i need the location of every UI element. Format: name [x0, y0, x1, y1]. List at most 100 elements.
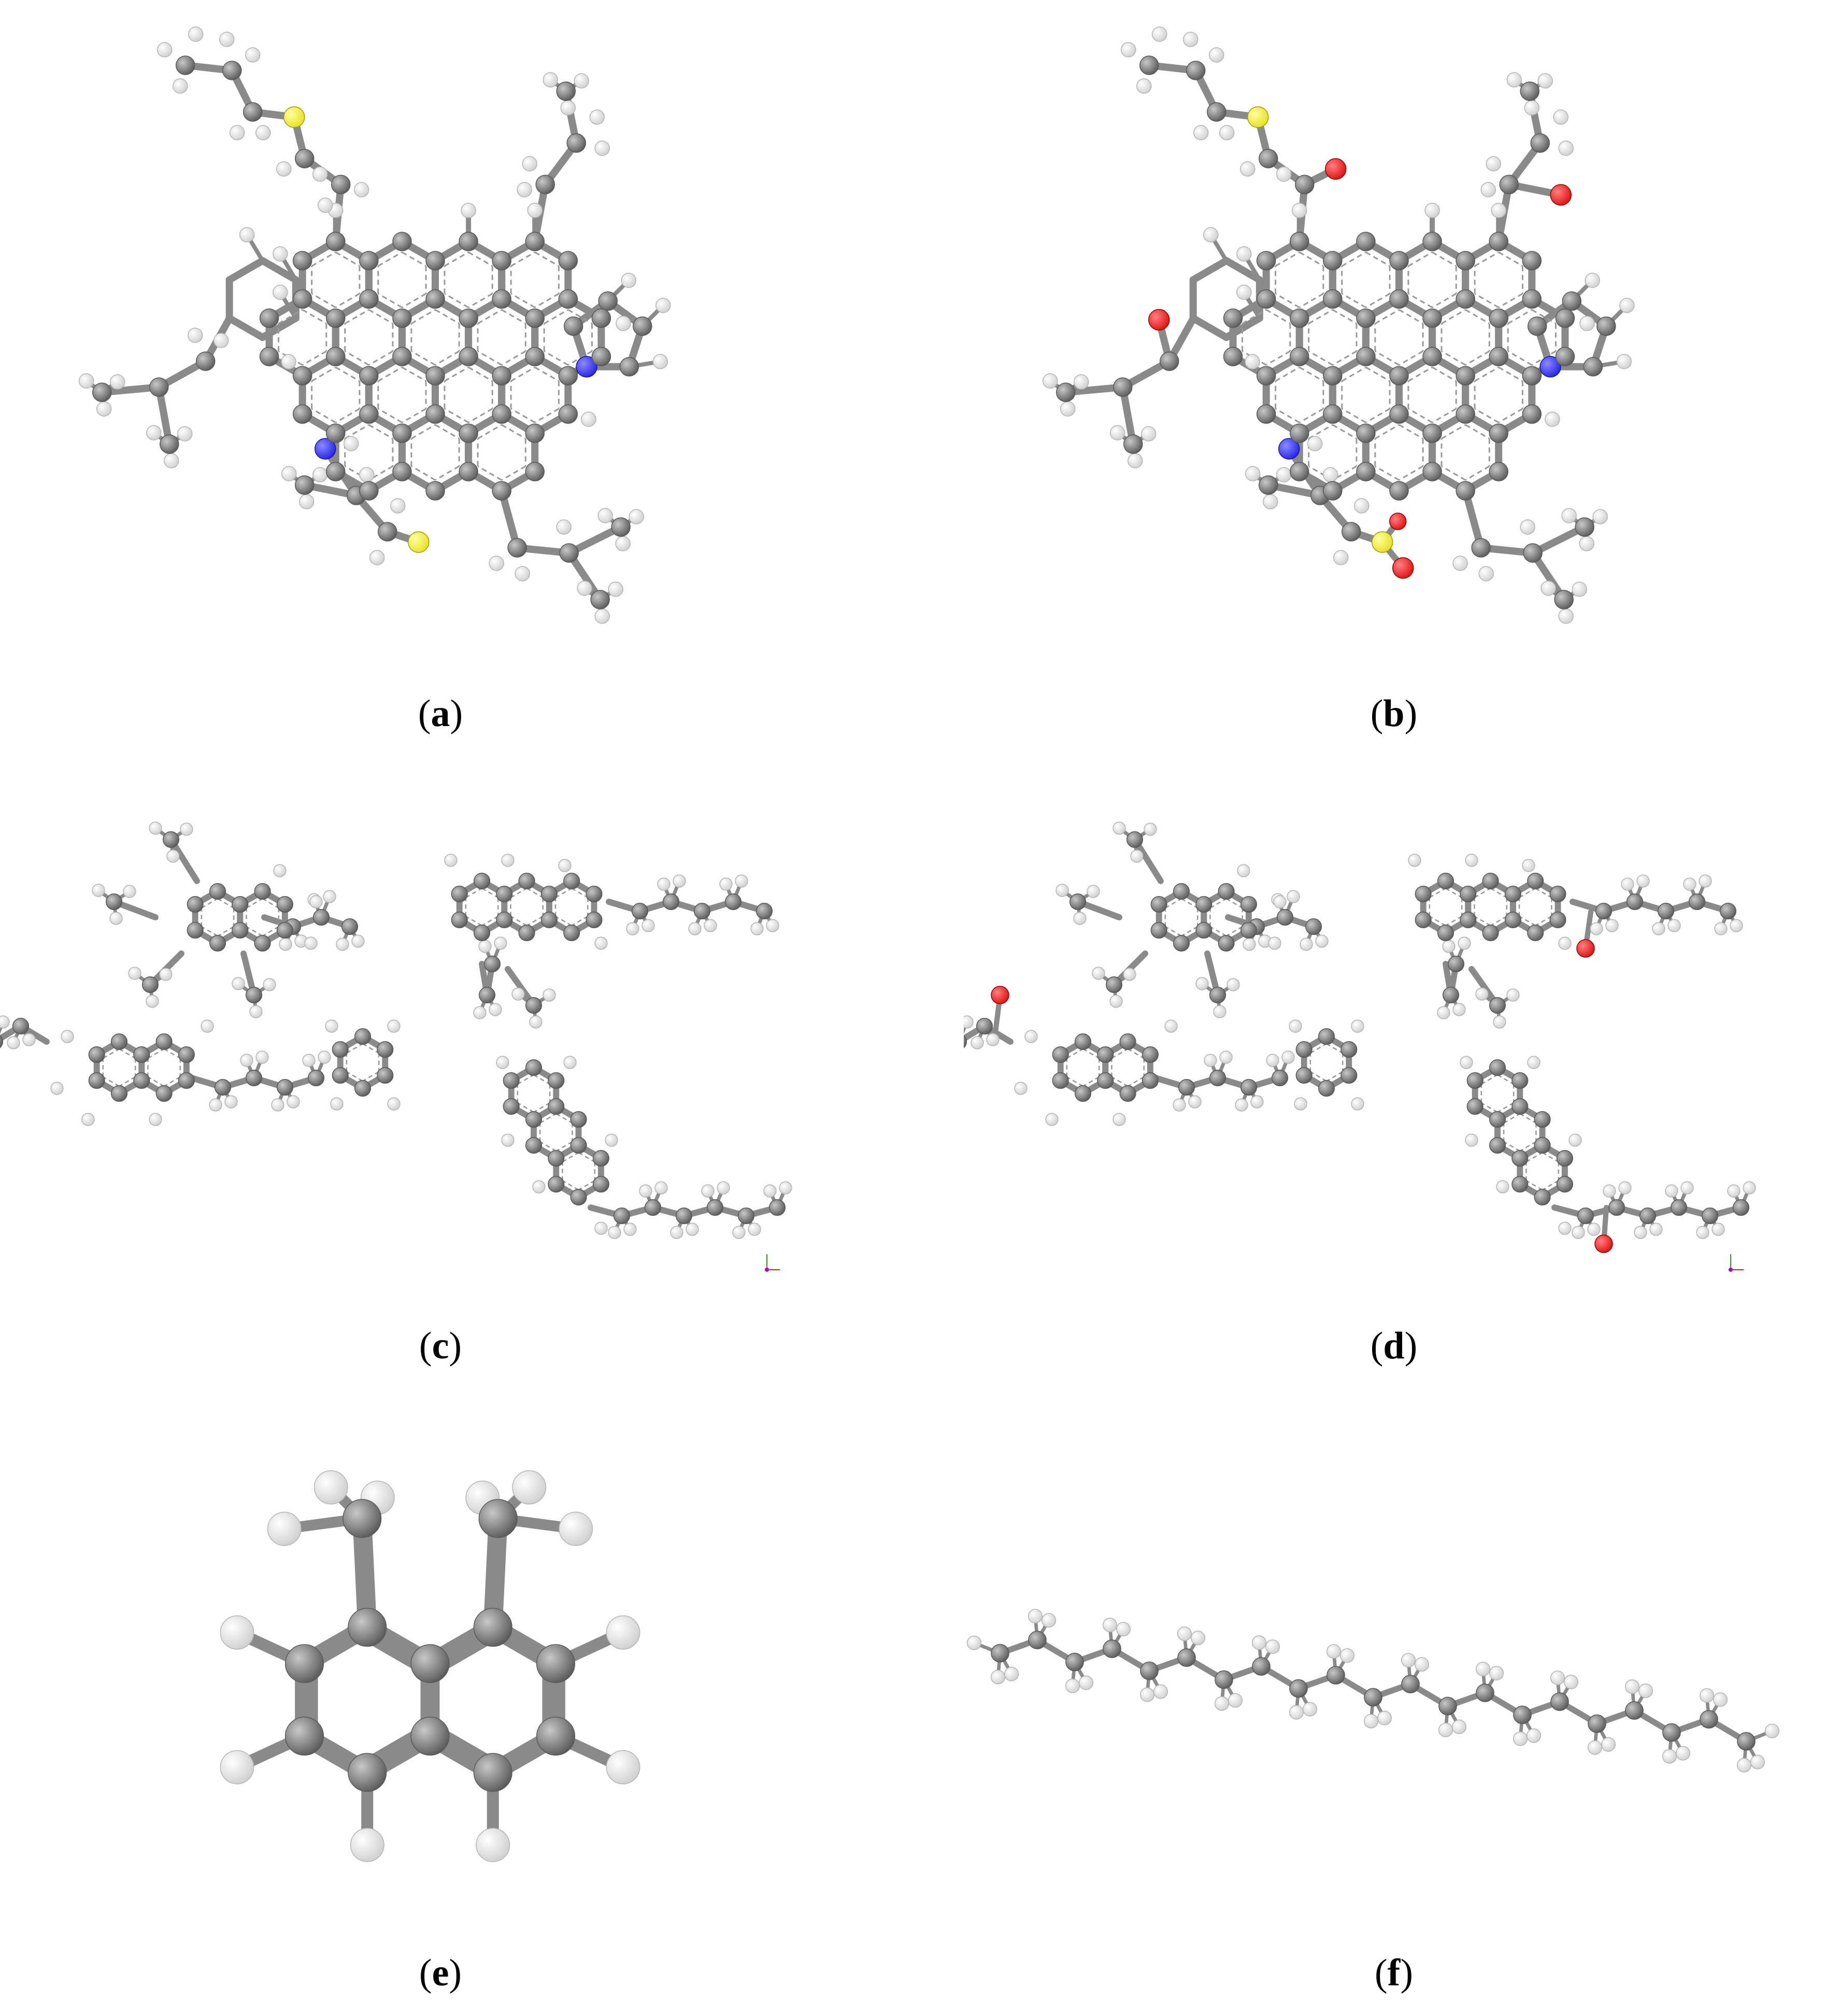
hydrogen-atom — [1219, 125, 1235, 140]
hydrogen-atom — [1333, 550, 1349, 565]
aromatic-bond — [302, 350, 327, 366]
carbon-atom — [1195, 896, 1212, 913]
aromatic-bond — [368, 424, 393, 439]
carbon-atom — [209, 934, 226, 952]
hydrogen-atom — [312, 467, 328, 482]
panel-d — [964, 746, 1824, 1306]
hydrogen-atom — [1045, 1113, 1059, 1126]
hydrogen-atom — [629, 509, 644, 524]
carbon-atom — [1173, 883, 1190, 900]
carbon-atom — [1415, 885, 1432, 903]
carbon-atom — [1160, 351, 1179, 371]
carbon-atom — [525, 1111, 543, 1128]
hydrogen-atom — [543, 72, 559, 88]
hydrogen-atom — [606, 1615, 640, 1650]
hydrogen-atom — [1239, 161, 1256, 177]
carbon-atom — [525, 462, 545, 481]
aromatic-bond — [368, 465, 393, 481]
hydrogen-atom — [1322, 467, 1338, 482]
carbon-atom — [1549, 911, 1566, 929]
carbon-atom — [1456, 366, 1475, 386]
carbon-atom — [425, 251, 445, 271]
carbon-atom — [558, 289, 578, 309]
hydrogen-atom — [330, 1097, 344, 1111]
aromatic-bond — [1066, 1048, 1083, 1059]
hydrogen-atom — [641, 919, 655, 932]
aromatic-bond — [1497, 1102, 1514, 1113]
carbon-atom — [1530, 133, 1550, 153]
carbon-atom — [1422, 423, 1442, 443]
hydrogen-atom — [1696, 1226, 1709, 1239]
aromatic-bond — [378, 408, 403, 423]
hydrogen-atom — [1226, 978, 1240, 991]
aromatic-bond — [103, 1076, 120, 1087]
carbon-atom — [259, 308, 279, 328]
aromatic-bond — [1519, 887, 1536, 899]
hydrogen-atom — [201, 1019, 214, 1033]
carbon-atom — [1670, 1199, 1688, 1216]
hydrogen-atom — [621, 273, 636, 288]
hydrogen-atom — [1351, 1097, 1364, 1111]
aromatic-bond — [1474, 251, 1500, 267]
hydrogen-atom — [1195, 977, 1209, 990]
carbon-atom — [492, 251, 511, 271]
hydrogen-atom — [1572, 581, 1587, 597]
carbon-atom — [332, 1041, 349, 1058]
aromatic-bond — [1465, 350, 1490, 366]
carbon-atom — [1323, 481, 1343, 501]
aromatic-bond — [1535, 887, 1552, 899]
hydrogen-atom — [1265, 1639, 1280, 1654]
hydrogen-atom — [1442, 940, 1456, 953]
carbon-atom — [1074, 1085, 1092, 1102]
carbon-atom — [473, 1608, 512, 1647]
aromatic-bond — [539, 1141, 557, 1152]
hydrogen-atom — [164, 453, 179, 468]
aromatic-bond — [555, 887, 572, 899]
carbon-atom — [1209, 1069, 1226, 1087]
atom-layer — [964, 821, 1756, 1253]
carbon-atom — [1527, 316, 1547, 336]
carbon-atom — [259, 347, 279, 366]
carbon-atom — [175, 55, 195, 75]
carbon-atom — [473, 872, 491, 890]
aromatic-bond — [1275, 293, 1300, 308]
carbon-atom — [276, 896, 293, 913]
hydrogen-atom — [1074, 374, 1089, 390]
caption-d-label: d — [1383, 1325, 1405, 1367]
aromatic-bond — [378, 366, 403, 382]
aromatic-bond — [510, 915, 527, 927]
hydrogen-atom — [1563, 1674, 1579, 1690]
hydrogen-atom — [1266, 1054, 1279, 1067]
hydrogen-atom — [146, 425, 162, 441]
carbon-atom — [254, 883, 271, 900]
carbon-atom — [1489, 1137, 1506, 1154]
carbon-atom — [1323, 404, 1343, 424]
aromatic-bond — [1399, 309, 1423, 324]
hydrogen-atom — [626, 922, 639, 935]
carbon-atom — [478, 1499, 518, 1538]
hydrogen-atom — [559, 1512, 593, 1546]
aromatic-bond — [539, 1113, 557, 1124]
carbon-atom — [245, 986, 263, 1004]
hydrogen-atom — [1465, 854, 1478, 867]
sulfur-atom — [407, 531, 430, 553]
aromatic-bond — [1165, 926, 1182, 937]
hydrogen-atom — [1662, 1749, 1677, 1764]
carbon-atom — [1511, 1098, 1529, 1115]
hydrogen-atom — [1558, 1222, 1572, 1235]
carbon-atom — [1511, 1072, 1529, 1089]
hydrogen-atom — [779, 1181, 792, 1195]
aromatic-bond — [571, 915, 589, 927]
aromatic-bond — [544, 350, 569, 366]
hydrogen-atom — [336, 938, 349, 951]
carbon-atom — [1595, 902, 1613, 920]
oxygen-atom — [991, 986, 1009, 1004]
carbon-atom — [232, 896, 249, 913]
carbon-atom — [706, 1199, 724, 1216]
carbon-atom — [1511, 1149, 1529, 1167]
carbon-atom — [1186, 61, 1206, 80]
carbon-atom — [570, 1188, 587, 1206]
carbon-atom — [540, 885, 558, 903]
carbon-atom — [662, 893, 680, 911]
carbon-atom — [0, 1035, 4, 1048]
